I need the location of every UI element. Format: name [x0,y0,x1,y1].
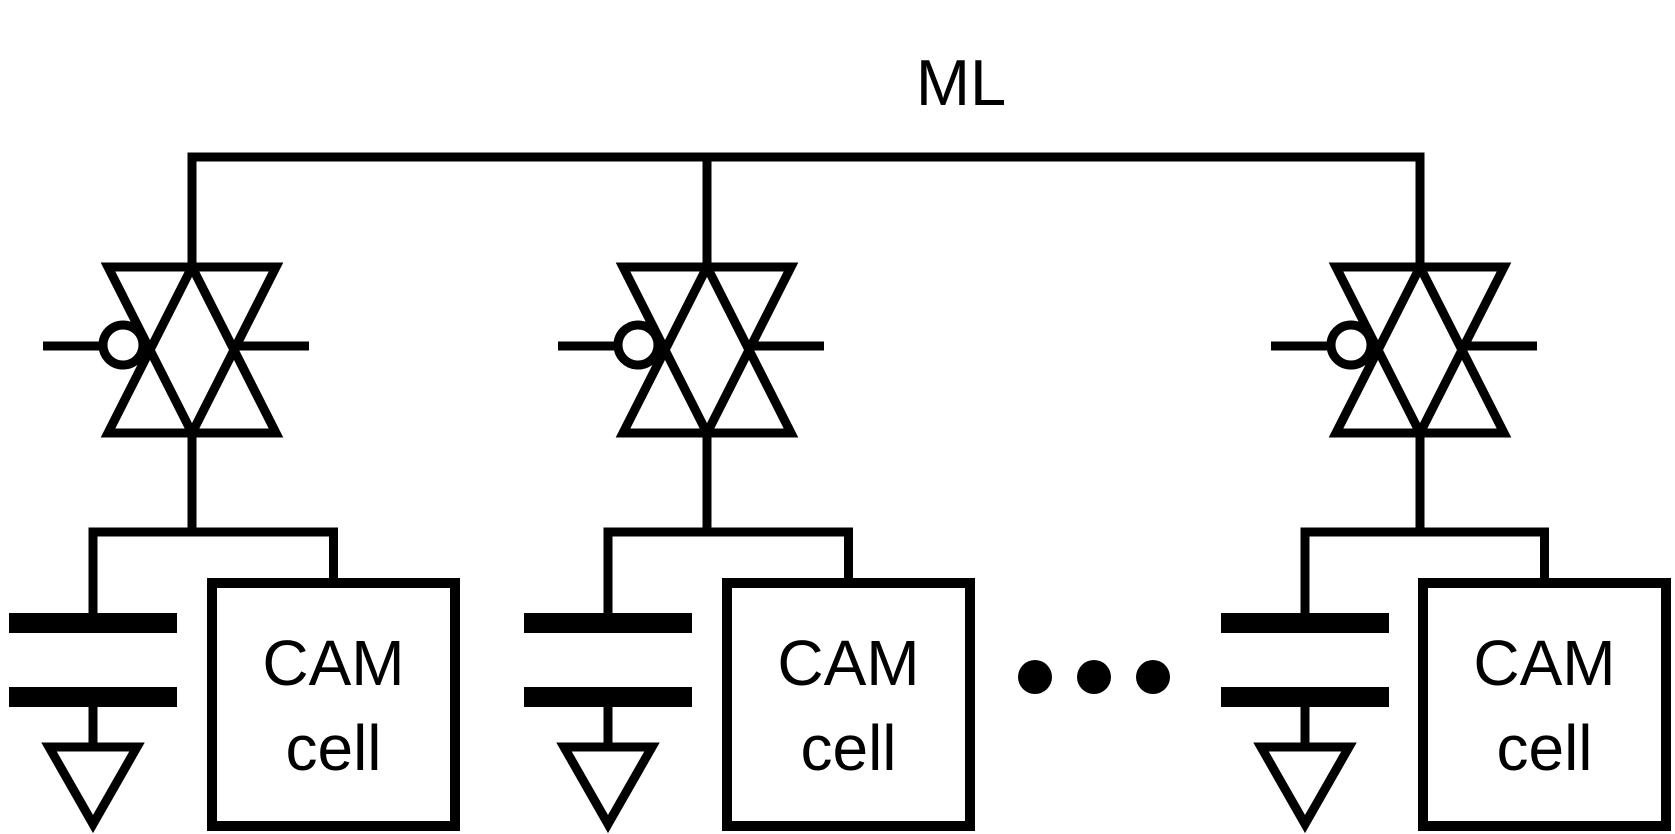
cam-cell-label-line1: CAM [777,627,919,699]
cam-cell-label-line1: CAM [1473,627,1615,699]
cam-stage-3: CAM cell [1221,157,1671,834]
gate-inversion-bubble-icon [1326,320,1376,370]
ground-symbol-icon [1253,742,1357,834]
ellipsis [1018,660,1170,694]
capacitor-bottom-plate [524,687,692,707]
capacitor-top-plate [9,613,177,633]
capacitor-top-plate [524,613,692,633]
ground-symbol-icon [41,742,145,834]
cam-stage-2: CAM cell [524,157,975,834]
gate-inversion-bubble-icon [613,320,663,370]
cam-cell-box [722,578,975,831]
cam-cell-label-line1: CAM [262,627,404,699]
branch-wire [603,527,853,615]
branch-wire [88,527,338,615]
ellipsis-dot-icon [1018,660,1052,694]
capacitor-bottom-plate [1221,687,1389,707]
ellipsis-dot-icon [1077,660,1111,694]
circuit-shapes: CAM cell CAM cell CAM cell [9,152,1671,834]
cam-cell-label-line2: cell [1496,712,1592,784]
branch-wire [1300,527,1549,615]
capacitor-top-plate [1221,613,1389,633]
gate-inversion-bubble-icon [98,320,148,370]
match-line-label: ML [916,46,1006,119]
ground-symbol-icon [556,742,660,834]
cam-cell-box [207,578,460,831]
cam-cell-label-line2: cell [800,712,896,784]
cam-cell-box [1418,578,1671,831]
cam-cell-label-line2: cell [285,712,381,784]
capacitor-bottom-plate [9,687,177,707]
ellipsis-dot-icon [1136,660,1170,694]
cam-stage-1: CAM cell [9,157,460,834]
